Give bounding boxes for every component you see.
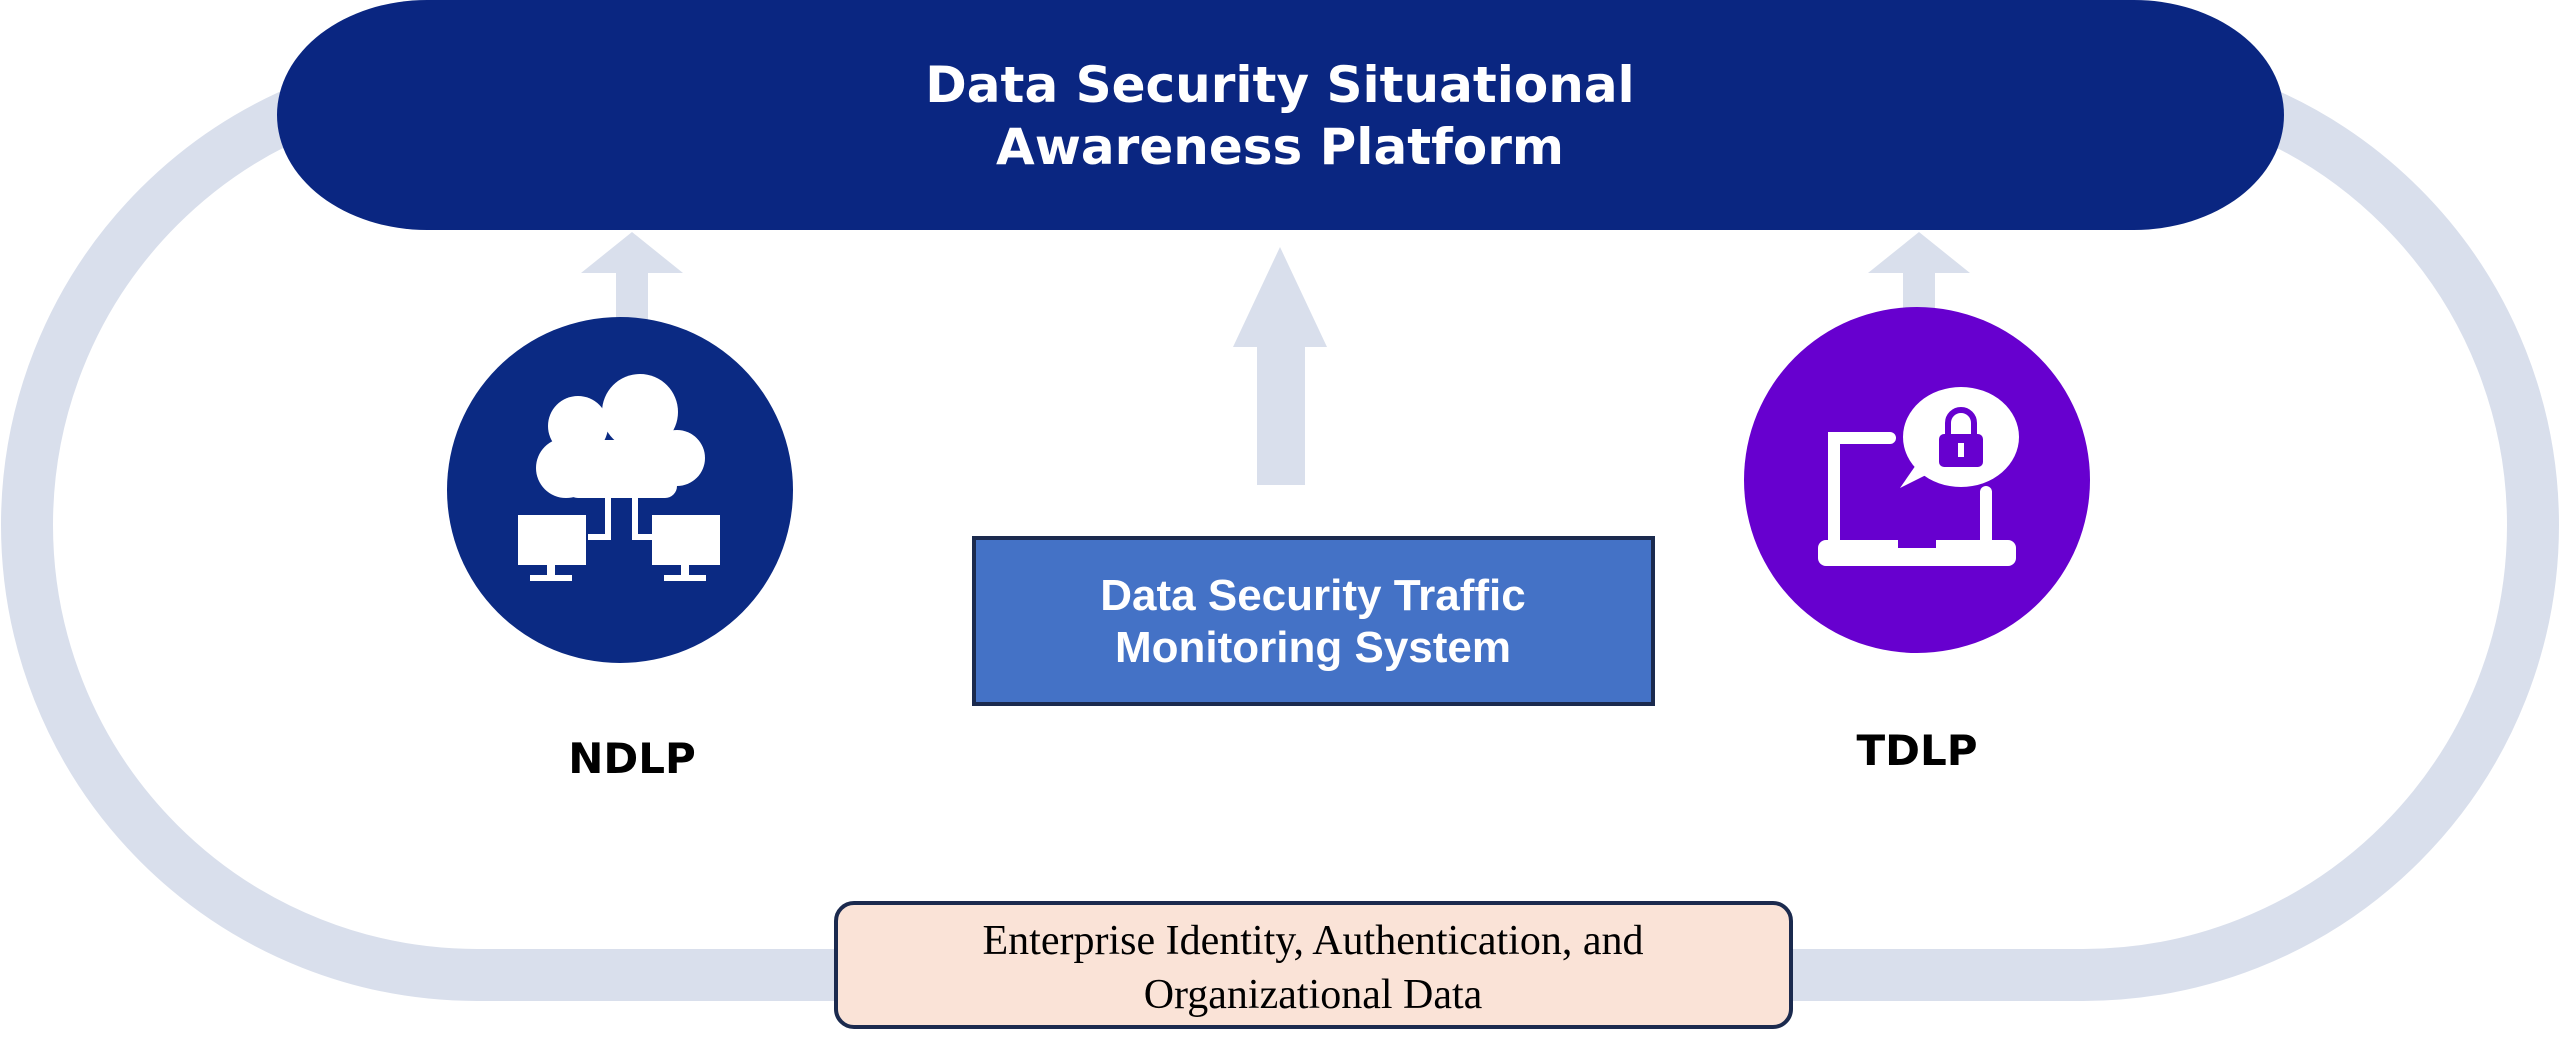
ndlp-up-arrow: [581, 232, 683, 323]
platform-node: Data Security Situational Awareness Plat…: [277, 0, 2284, 230]
tdlp-up-arrow: [1868, 232, 1970, 323]
tdlp-circle: [1744, 307, 2090, 653]
platform-title-line2: Awareness Platform: [996, 118, 1564, 176]
traffic-system-node: Data Security Traffic Monitoring System: [972, 536, 1655, 706]
tdlp-node: [1744, 307, 2090, 653]
laptop-lock-icon: [1818, 387, 2019, 566]
enterprise-node: Enterprise Identity, Authentication, and…: [834, 901, 1793, 1029]
platform-title-line1: Data Security Situational: [925, 56, 1634, 114]
tdlp-label: TDLP: [1856, 726, 1977, 775]
ndlp-node: [447, 317, 793, 663]
enterprise-title-line2: Organizational Data: [1144, 972, 1483, 1018]
enterprise-title-line1: Enterprise Identity, Authentication, and: [983, 918, 1644, 964]
traffic-system-box: [972, 536, 1655, 706]
enterprise-box: [834, 901, 1793, 1029]
traffic-up-arrow: [1233, 247, 1327, 485]
ndlp-label: NDLP: [568, 734, 696, 783]
traffic-system-title-line2: Monitoring System: [1115, 623, 1511, 672]
cloud-network-icon: [518, 374, 720, 581]
platform-pill: [277, 0, 2284, 230]
traffic-system-title-line1: Data Security Traffic: [1100, 571, 1526, 620]
